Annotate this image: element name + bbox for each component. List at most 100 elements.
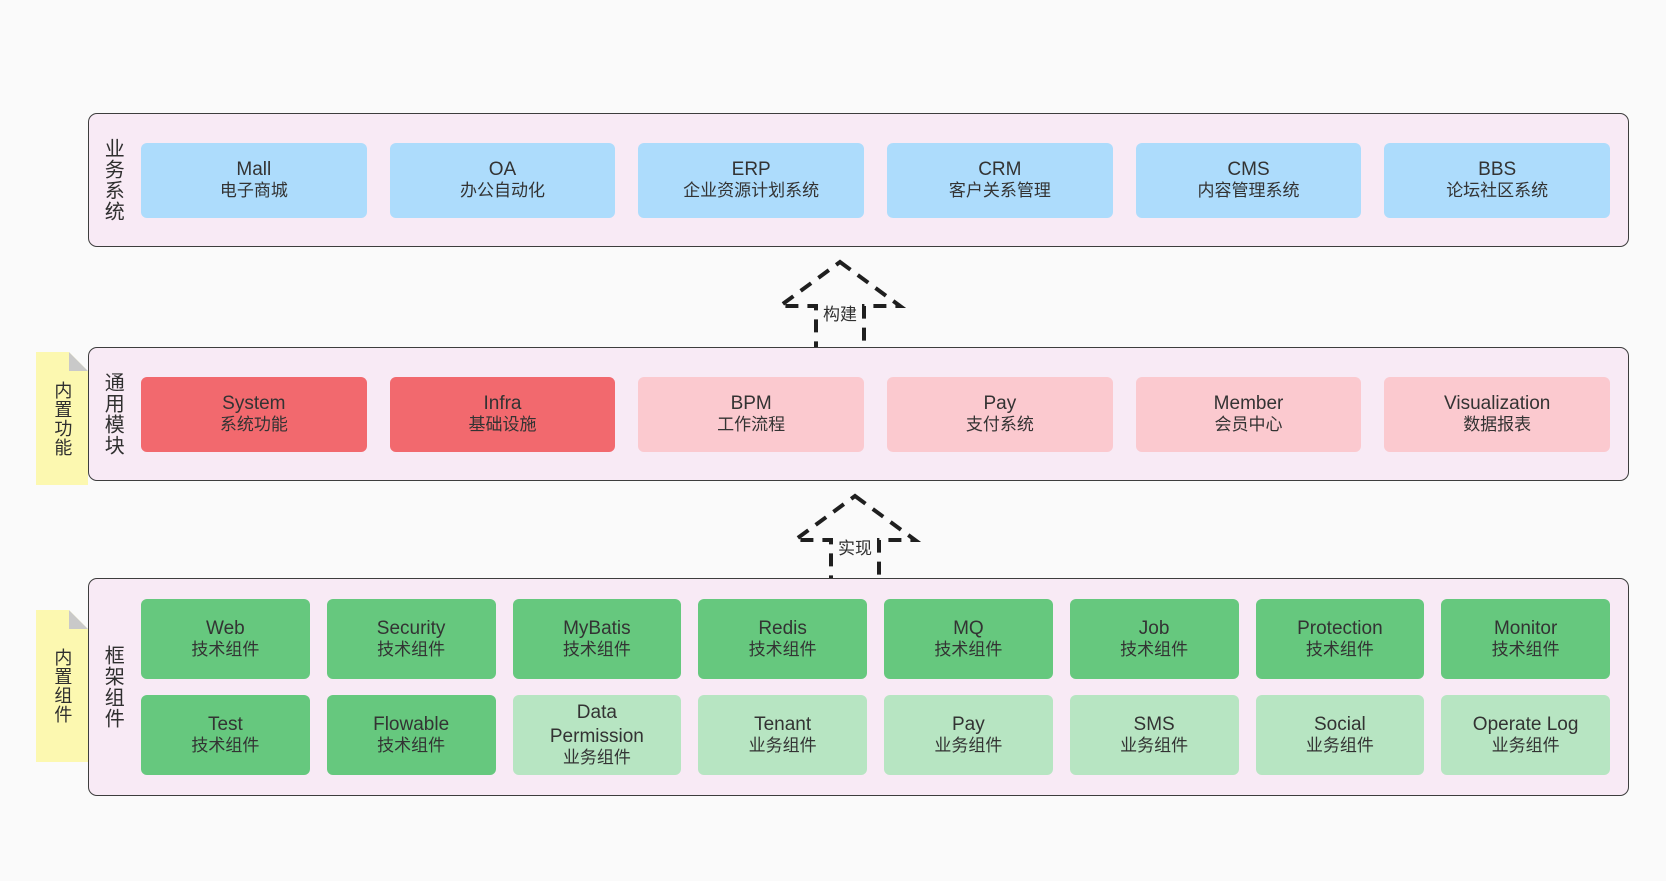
layer-body-common-module: System 系统功能 Infra 基础设施 BPM 工作流程 Pay 支付系统… bbox=[135, 348, 1628, 480]
connector-build: 构建 bbox=[760, 258, 920, 354]
module-card-title: BPM bbox=[730, 393, 772, 415]
module-card-title: Pay bbox=[952, 714, 985, 736]
module-card-subtitle: 技术组件 bbox=[377, 640, 446, 660]
layer-row: Test 技术组件 Flowable 技术组件 Data Permission … bbox=[141, 695, 1610, 775]
module-card-title: Mall bbox=[236, 159, 272, 181]
layer-title-common-module: 通用模块 bbox=[101, 372, 124, 456]
note-builtin-component: 内置组件 bbox=[36, 610, 88, 762]
note-fold-corner-icon bbox=[69, 610, 88, 629]
note-label: 内置组件 bbox=[52, 648, 73, 724]
module-card-subtitle: 业务组件 bbox=[1491, 736, 1560, 756]
module-card-title: CRM bbox=[978, 159, 1022, 181]
module-card-monitor[interactable]: Monitor 技术组件 bbox=[1441, 599, 1610, 679]
module-card-subtitle: 电子商城 bbox=[219, 181, 288, 201]
module-card-title: Flowable bbox=[373, 714, 450, 736]
module-card-title: Monitor bbox=[1493, 618, 1558, 640]
module-card-title: Test bbox=[207, 714, 243, 736]
module-card-subtitle: 业务组件 bbox=[1305, 736, 1374, 756]
module-card-data-permission[interactable]: Data Permission 业务组件 bbox=[512, 695, 682, 775]
module-card-title: System bbox=[222, 393, 286, 415]
module-card-title: Web bbox=[206, 618, 245, 640]
module-card-erp[interactable]: ERP 企业资源计划系统 bbox=[638, 142, 865, 218]
module-card-title: Operate Log bbox=[1472, 714, 1579, 736]
layer-row: Mall 电子商城 OA 办公自动化 ERP 企业资源计划系统 CRM 客户关系… bbox=[141, 142, 1611, 218]
module-card-subtitle: 会员中心 bbox=[1214, 415, 1283, 435]
module-card-subtitle: 论坛社区系统 bbox=[1446, 181, 1549, 201]
module-card-title: Redis bbox=[758, 618, 807, 640]
module-card-member[interactable]: Member 会员中心 bbox=[1135, 376, 1362, 452]
module-card-title: Protection bbox=[1297, 618, 1383, 640]
layer-row: System 系统功能 Infra 基础设施 BPM 工作流程 Pay 支付系统… bbox=[141, 376, 1611, 452]
module-card-title: Pay bbox=[983, 393, 1017, 415]
module-card-crm[interactable]: CRM 客户关系管理 bbox=[887, 142, 1113, 218]
module-card-subtitle: 内容管理系统 bbox=[1197, 181, 1300, 201]
module-card-oa[interactable]: OA 办公自动化 bbox=[389, 142, 616, 218]
layer-business-system: 业务系统 Mall 电子商城 OA 办公自动化 ERP 企业资源计划系统 CRM… bbox=[88, 113, 1629, 247]
module-card-title: Tenant bbox=[754, 714, 812, 736]
module-card-subtitle: 工作流程 bbox=[717, 415, 786, 435]
module-card-web[interactable]: Web 技术组件 bbox=[141, 599, 310, 679]
module-card-title: BBS bbox=[1478, 159, 1517, 181]
module-card-tenant[interactable]: Tenant 业务组件 bbox=[698, 695, 867, 775]
module-card-subtitle: 业务组件 bbox=[748, 736, 817, 756]
module-card-mall[interactable]: Mall 电子商城 bbox=[141, 142, 367, 218]
module-card-subtitle: 基础设施 bbox=[468, 415, 537, 435]
note-builtin-feature: 内置功能 bbox=[36, 352, 88, 485]
module-card-title: CMS bbox=[1227, 159, 1270, 181]
module-card-security[interactable]: Security 技术组件 bbox=[326, 599, 496, 679]
module-card-social[interactable]: Social 业务组件 bbox=[1255, 695, 1425, 775]
module-card-bpm[interactable]: BPM 工作流程 bbox=[638, 376, 865, 452]
module-card-subtitle: 技术组件 bbox=[377, 736, 446, 756]
module-card-flowable[interactable]: Flowable 技术组件 bbox=[326, 695, 496, 775]
module-card-sms[interactable]: SMS 业务组件 bbox=[1069, 695, 1239, 775]
module-card-subtitle: 技术组件 bbox=[1120, 640, 1189, 660]
module-card-mybatis[interactable]: MyBatis 技术组件 bbox=[512, 599, 682, 679]
module-card-subtitle: 业务组件 bbox=[934, 736, 1003, 756]
module-card-mq[interactable]: MQ 技术组件 bbox=[884, 599, 1053, 679]
module-card-subtitle: 客户关系管理 bbox=[948, 181, 1051, 201]
module-card-pay-business[interactable]: Pay 业务组件 bbox=[884, 695, 1053, 775]
module-card-pay[interactable]: Pay 支付系统 bbox=[887, 376, 1113, 452]
module-card-title: MQ bbox=[953, 618, 984, 640]
module-card-redis[interactable]: Redis 技术组件 bbox=[698, 599, 867, 679]
module-card-system[interactable]: System 系统功能 bbox=[141, 376, 367, 452]
module-card-title: Social bbox=[1314, 714, 1366, 736]
module-card-subtitle: 业务组件 bbox=[562, 747, 631, 767]
module-card-visualization[interactable]: Visualization 数据报表 bbox=[1384, 376, 1611, 452]
module-card-title: Visualization bbox=[1444, 393, 1551, 415]
module-card-subtitle: 技术组件 bbox=[191, 640, 260, 660]
module-card-operate-log[interactable]: Operate Log 业务组件 bbox=[1441, 695, 1610, 775]
layer-common-module: 通用模块 System 系统功能 Infra 基础设施 BPM 工作流程 Pay… bbox=[88, 347, 1629, 481]
module-card-subtitle: 办公自动化 bbox=[460, 181, 545, 201]
module-card-job[interactable]: Job 技术组件 bbox=[1069, 599, 1239, 679]
module-card-test[interactable]: Test 技术组件 bbox=[141, 695, 310, 775]
layer-framework-component: 框架组件 Web 技术组件 Security 技术组件 MyBatis 技术组件… bbox=[88, 578, 1629, 796]
module-card-subtitle: 系统功能 bbox=[219, 415, 288, 435]
note-fold-corner-icon bbox=[69, 352, 88, 371]
module-card-title: Data Permission bbox=[549, 702, 644, 747]
module-card-title: Security bbox=[376, 618, 446, 640]
module-card-subtitle: 技术组件 bbox=[934, 640, 1003, 660]
module-card-protection[interactable]: Protection 技术组件 bbox=[1255, 599, 1425, 679]
module-card-title: OA bbox=[488, 159, 517, 181]
connector-implement: 实现 bbox=[775, 492, 935, 588]
module-card-title: SMS bbox=[1133, 714, 1175, 736]
layer-title-business-system: 业务系统 bbox=[101, 138, 124, 222]
module-card-subtitle: 技术组件 bbox=[748, 640, 817, 660]
note-label: 内置功能 bbox=[52, 380, 73, 457]
layer-body-framework-component: Web 技术组件 Security 技术组件 MyBatis 技术组件 Redi… bbox=[135, 579, 1628, 795]
module-card-subtitle: 企业资源计划系统 bbox=[683, 181, 820, 201]
module-card-subtitle: 数据报表 bbox=[1463, 415, 1532, 435]
module-card-cms[interactable]: CMS 内容管理系统 bbox=[1135, 142, 1362, 218]
module-card-subtitle: 技术组件 bbox=[562, 640, 631, 660]
module-card-title: Infra bbox=[483, 393, 522, 415]
module-card-bbs[interactable]: BBS 论坛社区系统 bbox=[1384, 142, 1611, 218]
layer-title-framework-component: 框架组件 bbox=[101, 645, 124, 729]
module-card-title: MyBatis bbox=[563, 618, 631, 640]
module-card-title: Job bbox=[1138, 618, 1170, 640]
module-card-title: Member bbox=[1213, 393, 1284, 415]
module-card-infra[interactable]: Infra 基础设施 bbox=[389, 376, 616, 452]
connector-label: 构建 bbox=[821, 300, 859, 325]
module-card-subtitle: 支付系统 bbox=[965, 415, 1034, 435]
